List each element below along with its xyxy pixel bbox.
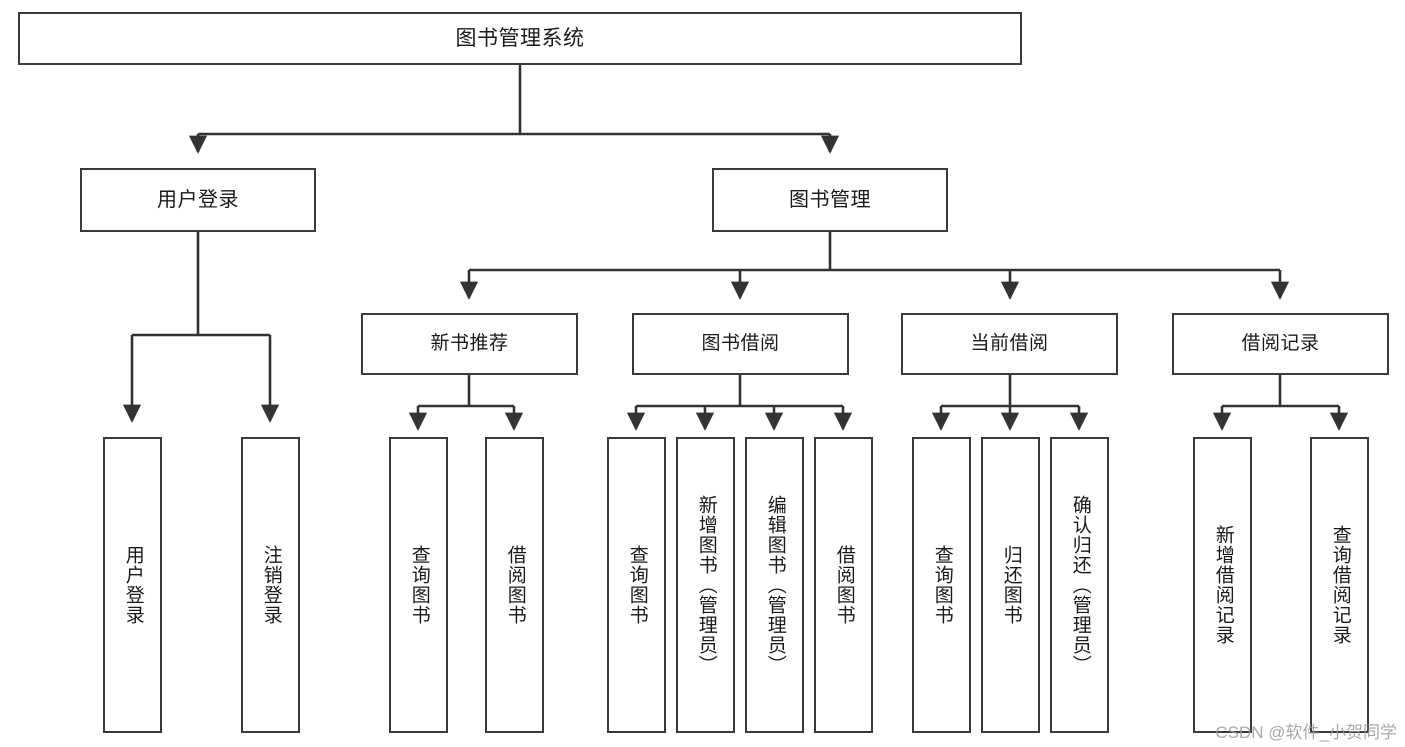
node-root[interactable]: 图书管理系统 (18, 12, 1022, 65)
leaf-user-login-2[interactable]: 注销登录 (241, 437, 300, 733)
leaf-book-borrow-3[interactable]: 编辑图书（管理员） (745, 437, 804, 733)
node-book-manage[interactable]: 图书管理 (712, 168, 948, 232)
node-book-manage-label: 图书管理 (789, 188, 871, 211)
leaf-book-borrow-2-label: 新增图书（管理员） (695, 495, 717, 675)
leaf-current-borrow-1[interactable]: 查询图书 (912, 437, 971, 733)
node-borrow-record[interactable]: 借阅记录 (1172, 313, 1389, 375)
leaf-user-login-2-label: 注销登录 (260, 545, 282, 625)
node-current-borrow-label: 当前借阅 (970, 333, 1049, 355)
leaf-new-book-1[interactable]: 查询图书 (389, 437, 448, 733)
watermark: CSDN @软件_小贺同学 (1215, 723, 1397, 742)
node-borrow-record-label: 借阅记录 (1241, 333, 1320, 355)
leaf-current-borrow-3[interactable]: 确认归还（管理员） (1050, 437, 1109, 733)
leaf-book-borrow-1-label: 查询图书 (626, 545, 648, 625)
leaf-book-borrow-3-label: 编辑图书（管理员） (764, 495, 786, 675)
node-book-borrow-label: 图书借阅 (701, 333, 780, 355)
leaf-user-login-1-label: 用户登录 (122, 545, 144, 625)
node-current-borrow[interactable]: 当前借阅 (901, 313, 1118, 375)
leaf-user-login-1[interactable]: 用户登录 (103, 437, 162, 733)
node-new-book-recommend-label: 新书推荐 (430, 333, 509, 355)
leaf-new-book-2[interactable]: 借阅图书 (485, 437, 544, 733)
leaf-borrow-record-2[interactable]: 查询借阅记录 (1310, 437, 1369, 733)
node-root-label: 图书管理系统 (455, 26, 585, 50)
node-user-login[interactable]: 用户登录 (80, 168, 316, 232)
leaf-book-borrow-4[interactable]: 借阅图书 (814, 437, 873, 733)
leaf-new-book-1-label: 查询图书 (408, 545, 430, 625)
leaf-new-book-2-label: 借阅图书 (504, 545, 526, 625)
node-new-book-recommend[interactable]: 新书推荐 (361, 313, 578, 375)
leaf-current-borrow-2[interactable]: 归还图书 (981, 437, 1040, 733)
node-user-login-label: 用户登录 (157, 188, 239, 211)
leaf-book-borrow-2[interactable]: 新增图书（管理员） (676, 437, 735, 733)
leaf-borrow-record-2-label: 查询借阅记录 (1329, 525, 1351, 645)
leaf-borrow-record-1[interactable]: 新增借阅记录 (1193, 437, 1252, 733)
leaf-book-borrow-1[interactable]: 查询图书 (607, 437, 666, 733)
node-book-borrow[interactable]: 图书借阅 (632, 313, 849, 375)
leaf-book-borrow-4-label: 借阅图书 (833, 545, 855, 625)
leaf-current-borrow-1-label: 查询图书 (931, 545, 953, 625)
leaf-borrow-record-1-label: 新增借阅记录 (1212, 525, 1234, 645)
leaf-current-borrow-3-label: 确认归还（管理员） (1069, 495, 1091, 675)
leaf-current-borrow-2-label: 归还图书 (1000, 545, 1022, 625)
